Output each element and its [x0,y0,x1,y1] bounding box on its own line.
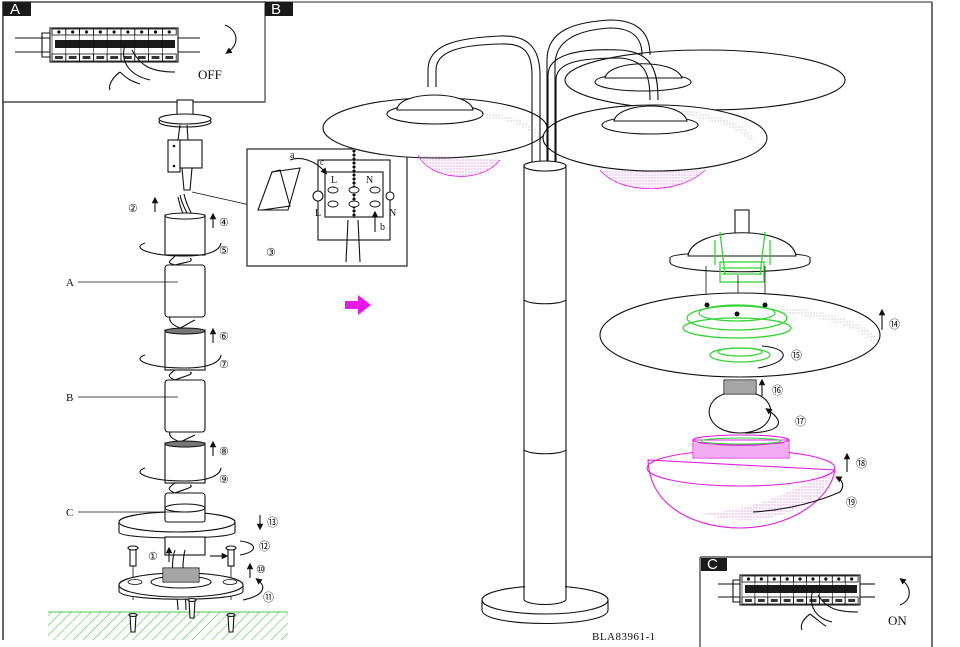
step-19: ⑲ [846,496,857,509]
panel-a-tag: A [3,1,31,18]
step-1: ① [148,546,173,563]
wiring-label-c: c [320,157,324,167]
svg-text:⑨: ⑨ [219,474,229,486]
step-8: ⑧ [209,440,229,458]
panel-b-tag: B [265,1,293,18]
step-18: ⑱ [843,452,867,472]
svg-text:①: ① [148,551,158,563]
svg-text:④: ④ [219,217,229,229]
step-14: ⑭ [878,308,900,331]
lamp-head-exploded: ⑭ ⑮ ⑯ ⑰ ⑱ ⑲ [599,209,900,529]
svg-text:⑫: ⑫ [259,540,270,553]
breaker-module [106,28,122,62]
assembled-lamp [322,19,846,624]
wiring-label-b: b [380,222,385,233]
svg-text:⑬: ⑬ [267,516,278,529]
svg-text:B: B [66,392,73,404]
breaker-panel-off [15,27,200,91]
step-17: ⑰ [795,415,806,428]
part-label-c: C [66,507,178,519]
terminal-screw [327,186,339,194]
part-label-a: A [66,277,178,289]
terminal-l-top: L [331,175,337,186]
svg-text:⑤: ⑤ [219,245,229,257]
on-label: ON [888,613,907,628]
rotate-up-arrow-icon [899,577,910,606]
panel-a: A OFF [2,1,266,103]
step-4: ④ [209,212,229,229]
step-7: ⑦ [219,359,229,371]
svg-text:⑩: ⑩ [256,564,266,576]
svg-text:A: A [66,277,74,289]
breaker-module [148,28,163,62]
off-label: OFF [198,67,222,82]
breaker-module [831,575,846,605]
step-5: ⑤ [219,245,229,257]
step-11: ⑪ [242,577,274,604]
wiring-label-a: a [290,150,295,161]
step-6: ⑥ [209,327,229,343]
breaker-module [844,575,859,605]
svg-text:B: B [271,1,281,18]
document-code: BLA83961-1 [592,631,656,643]
svg-text:C: C [707,556,718,573]
rotate-down-arrow-icon [224,24,237,54]
svg-text:⑰: ⑰ [795,415,806,428]
terminal-screw [327,200,339,208]
svg-text:⑲: ⑲ [846,496,857,509]
svg-text:⑦: ⑦ [219,359,229,371]
step-15: ⑮ [791,349,802,362]
page-frame [2,1,933,647]
svg-text:C: C [66,507,73,519]
svg-text:A: A [10,1,20,18]
terminal-screw [348,186,360,194]
terminal-n-bottom: N [389,208,396,219]
step-10: ⑩ [246,562,266,578]
panel-b: B [264,1,293,102]
step-12: ⑫ [239,540,270,556]
svg-text:⑮: ⑮ [791,349,802,362]
breaker-module [65,28,81,62]
wall-anchor [128,612,138,633]
breaker-module [741,575,756,605]
breaker-module [134,28,150,62]
wiring-inset: a c b L N L N ③ [246,148,408,267]
svg-text:⑥: ⑥ [219,331,229,343]
svg-text:⑱: ⑱ [856,457,867,470]
step-2: ② [128,196,159,215]
breaker-module [161,28,177,62]
step-16: ⑯ [758,378,783,397]
next-step-arrow-icon [345,295,371,315]
pole-exploded-view: A B C ② ④ ⑤ ⑥ ⑦ ⑧ ⑨ ⑬ ⑫ ① ⑩ ⑪ [48,99,288,640]
wall-anchor [226,612,236,633]
terminal-l-bottom: L [315,208,321,219]
terminal-n-top: N [366,175,373,186]
ground-hatch [48,612,288,640]
step-3: ③ [266,247,276,259]
step-9: ⑨ [219,474,229,486]
svg-text:⑯: ⑯ [772,384,783,397]
wall-anchor [187,597,197,619]
terminal-screw [369,200,381,208]
svg-text:②: ② [128,203,138,215]
svg-text:⑧: ⑧ [219,446,229,458]
terminal-screw [369,186,381,194]
part-label-b: B [66,392,178,404]
svg-text:⑪: ⑪ [263,591,274,604]
terminal-screw [348,200,360,208]
svg-text:⑭: ⑭ [889,318,900,331]
step-13: ⑬ [256,515,278,531]
panel-c: C ON [699,556,932,647]
panel-c-tag: C [701,556,727,573]
breaker-panel-on [718,574,875,631]
